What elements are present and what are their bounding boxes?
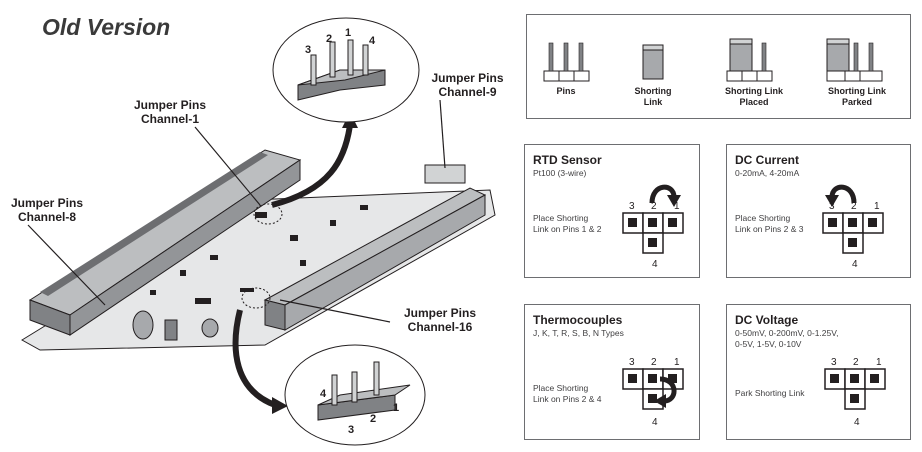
zoom-top-pin-4: 4 — [369, 35, 376, 47]
config-title: Thermocouples — [533, 313, 623, 327]
legend-pins-label: Pins — [556, 86, 576, 96]
config-desc: Place Shorting Link on Pins 2 & 4 — [533, 383, 602, 404]
config-desc: Park Shorting Link — [735, 388, 805, 398]
legend-graphics — [543, 38, 883, 82]
config-subtitle: Pt100 (3-wire) — [533, 168, 587, 178]
shorting-arrow-icon — [829, 184, 857, 204]
zoom-arrow-bottom — [232, 309, 277, 408]
pin-diagram — [822, 184, 884, 254]
pin-label-3: 3 — [629, 201, 635, 212]
pin-label-2: 2 — [651, 201, 657, 212]
pin-label-2: 2 — [853, 357, 859, 368]
legend-box: Pins Shorting Link Shorting Link Placed … — [526, 14, 911, 119]
page-title: Old Version — [42, 14, 171, 40]
pins-icon — [543, 42, 590, 82]
config-dc-voltage: DC Voltage 0-50mV, 0-200mV, 0-1.25V, 0-5… — [726, 304, 911, 440]
config-desc: Place Shorting Link on Pins 1 & 2 — [533, 213, 602, 234]
legend-parked-label: Shorting Link Parked — [828, 86, 886, 107]
pin-label-1: 1 — [874, 201, 880, 212]
zoom-top-pin-1: 1 — [345, 27, 352, 39]
zoom-bottom-pin-2: 2 — [370, 413, 377, 425]
shorting-link-placed-icon — [726, 38, 773, 82]
zoom-top-pin-3: 3 — [305, 44, 312, 56]
zoom-bottom-pin-1: 1 — [393, 402, 400, 414]
pin-label-1: 1 — [876, 357, 882, 368]
pin-diagram — [622, 184, 684, 254]
pin-diagram — [824, 368, 886, 410]
pin-label-4: 4 — [854, 417, 860, 428]
shorting-arrow-icon — [659, 376, 677, 404]
pin-label-2: 2 — [851, 201, 857, 212]
pin-label-4: 4 — [652, 417, 658, 428]
config-rtd-sensor: RTD Sensor Pt100 (3-wire) Place Shorting… — [524, 144, 700, 278]
pin-label-3: 3 — [829, 201, 835, 212]
config-title: RTD Sensor — [533, 153, 602, 167]
config-title: DC Current — [735, 153, 800, 167]
legend-shorting-link-label: Shorting Link — [634, 86, 672, 107]
callout-channel-9: Jumper Pins Channel-9 — [431, 71, 504, 99]
shorting-link-icon — [642, 44, 664, 80]
pin-diagram — [622, 368, 684, 410]
config-subtitle: 0-50mV, 0-200mV, 0-1.25V, 0-5V, 1-5V, 0-… — [735, 328, 839, 349]
callout-channel-16: Jumper Pins Channel-16 — [403, 306, 477, 334]
pin-label-1: 1 — [674, 201, 680, 212]
pin-label-1: 1 — [674, 357, 680, 368]
shorting-arrow-icon — [649, 184, 677, 204]
legend-placed-label: Shorting Link Placed — [725, 86, 783, 107]
config-desc: Place Shorting Link on Pins 2 & 3 — [735, 213, 804, 234]
config-dc-current: DC Current 0-20mA, 4-20mA Place Shorting… — [726, 144, 911, 278]
pin-label-2: 2 — [651, 357, 657, 368]
config-title: DC Voltage — [735, 313, 799, 327]
zoom-arrow-top — [271, 124, 353, 208]
board-illustration — [21, 17, 496, 446]
shorting-link-parked-icon — [826, 38, 883, 82]
pin-label-4: 4 — [652, 259, 658, 270]
pin-label-3: 3 — [831, 357, 837, 368]
pin-label-3: 3 — [629, 357, 635, 368]
config-subtitle: 0-20mA, 4-20mA — [735, 168, 800, 178]
zoom-bottom-pin-3: 3 — [348, 424, 355, 436]
zoom-top-pin-2: 2 — [326, 33, 333, 45]
config-thermocouples: Thermocouples J, K, T, R, S, B, N Types … — [524, 304, 700, 440]
callout-channel-8: Jumper Pins Channel-8 — [10, 196, 84, 224]
zoom-bottom-pin-4: 4 — [320, 388, 327, 400]
callout-channel-1: Jumper Pins Channel-1 — [133, 98, 207, 126]
pin-label-4: 4 — [852, 259, 858, 270]
config-subtitle: J, K, T, R, S, B, N Types — [533, 328, 624, 338]
